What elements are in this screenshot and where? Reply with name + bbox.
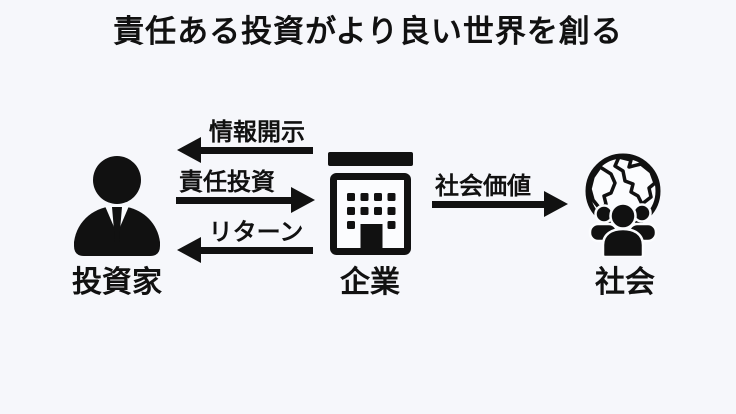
businessman-icon — [71, 154, 163, 256]
node-label-company: 企業 — [340, 265, 400, 300]
arrow-label-disclosure: 情報開示 — [209, 118, 305, 146]
globe-people-icon — [581, 151, 665, 257]
arrow-shaft — [432, 200, 544, 208]
node-label-investor: 投資家 — [72, 265, 162, 300]
node-label-society: 社会 — [595, 265, 655, 300]
arrowhead-left — [177, 237, 201, 263]
right-arrow-icon — [432, 191, 568, 217]
arrowhead-right — [291, 187, 315, 213]
arrow-label-social-value: 社会価値 — [435, 172, 531, 200]
left-arrow-icon — [177, 137, 313, 163]
office-building-icon — [328, 152, 413, 255]
left-arrow-icon — [177, 237, 313, 263]
right-arrow-icon — [176, 187, 315, 213]
arrowhead-right — [544, 191, 568, 217]
page-title: 責任ある投資がより良い世界を創る — [113, 14, 623, 50]
arrow-shaft — [201, 246, 313, 254]
arrow-label-return: リターン — [208, 218, 304, 246]
arrow-shaft — [201, 146, 313, 154]
arrowhead-left — [177, 137, 201, 163]
arrow-label-responsible-investment: 責任投資 — [179, 168, 275, 196]
arrow-shaft — [176, 196, 291, 204]
